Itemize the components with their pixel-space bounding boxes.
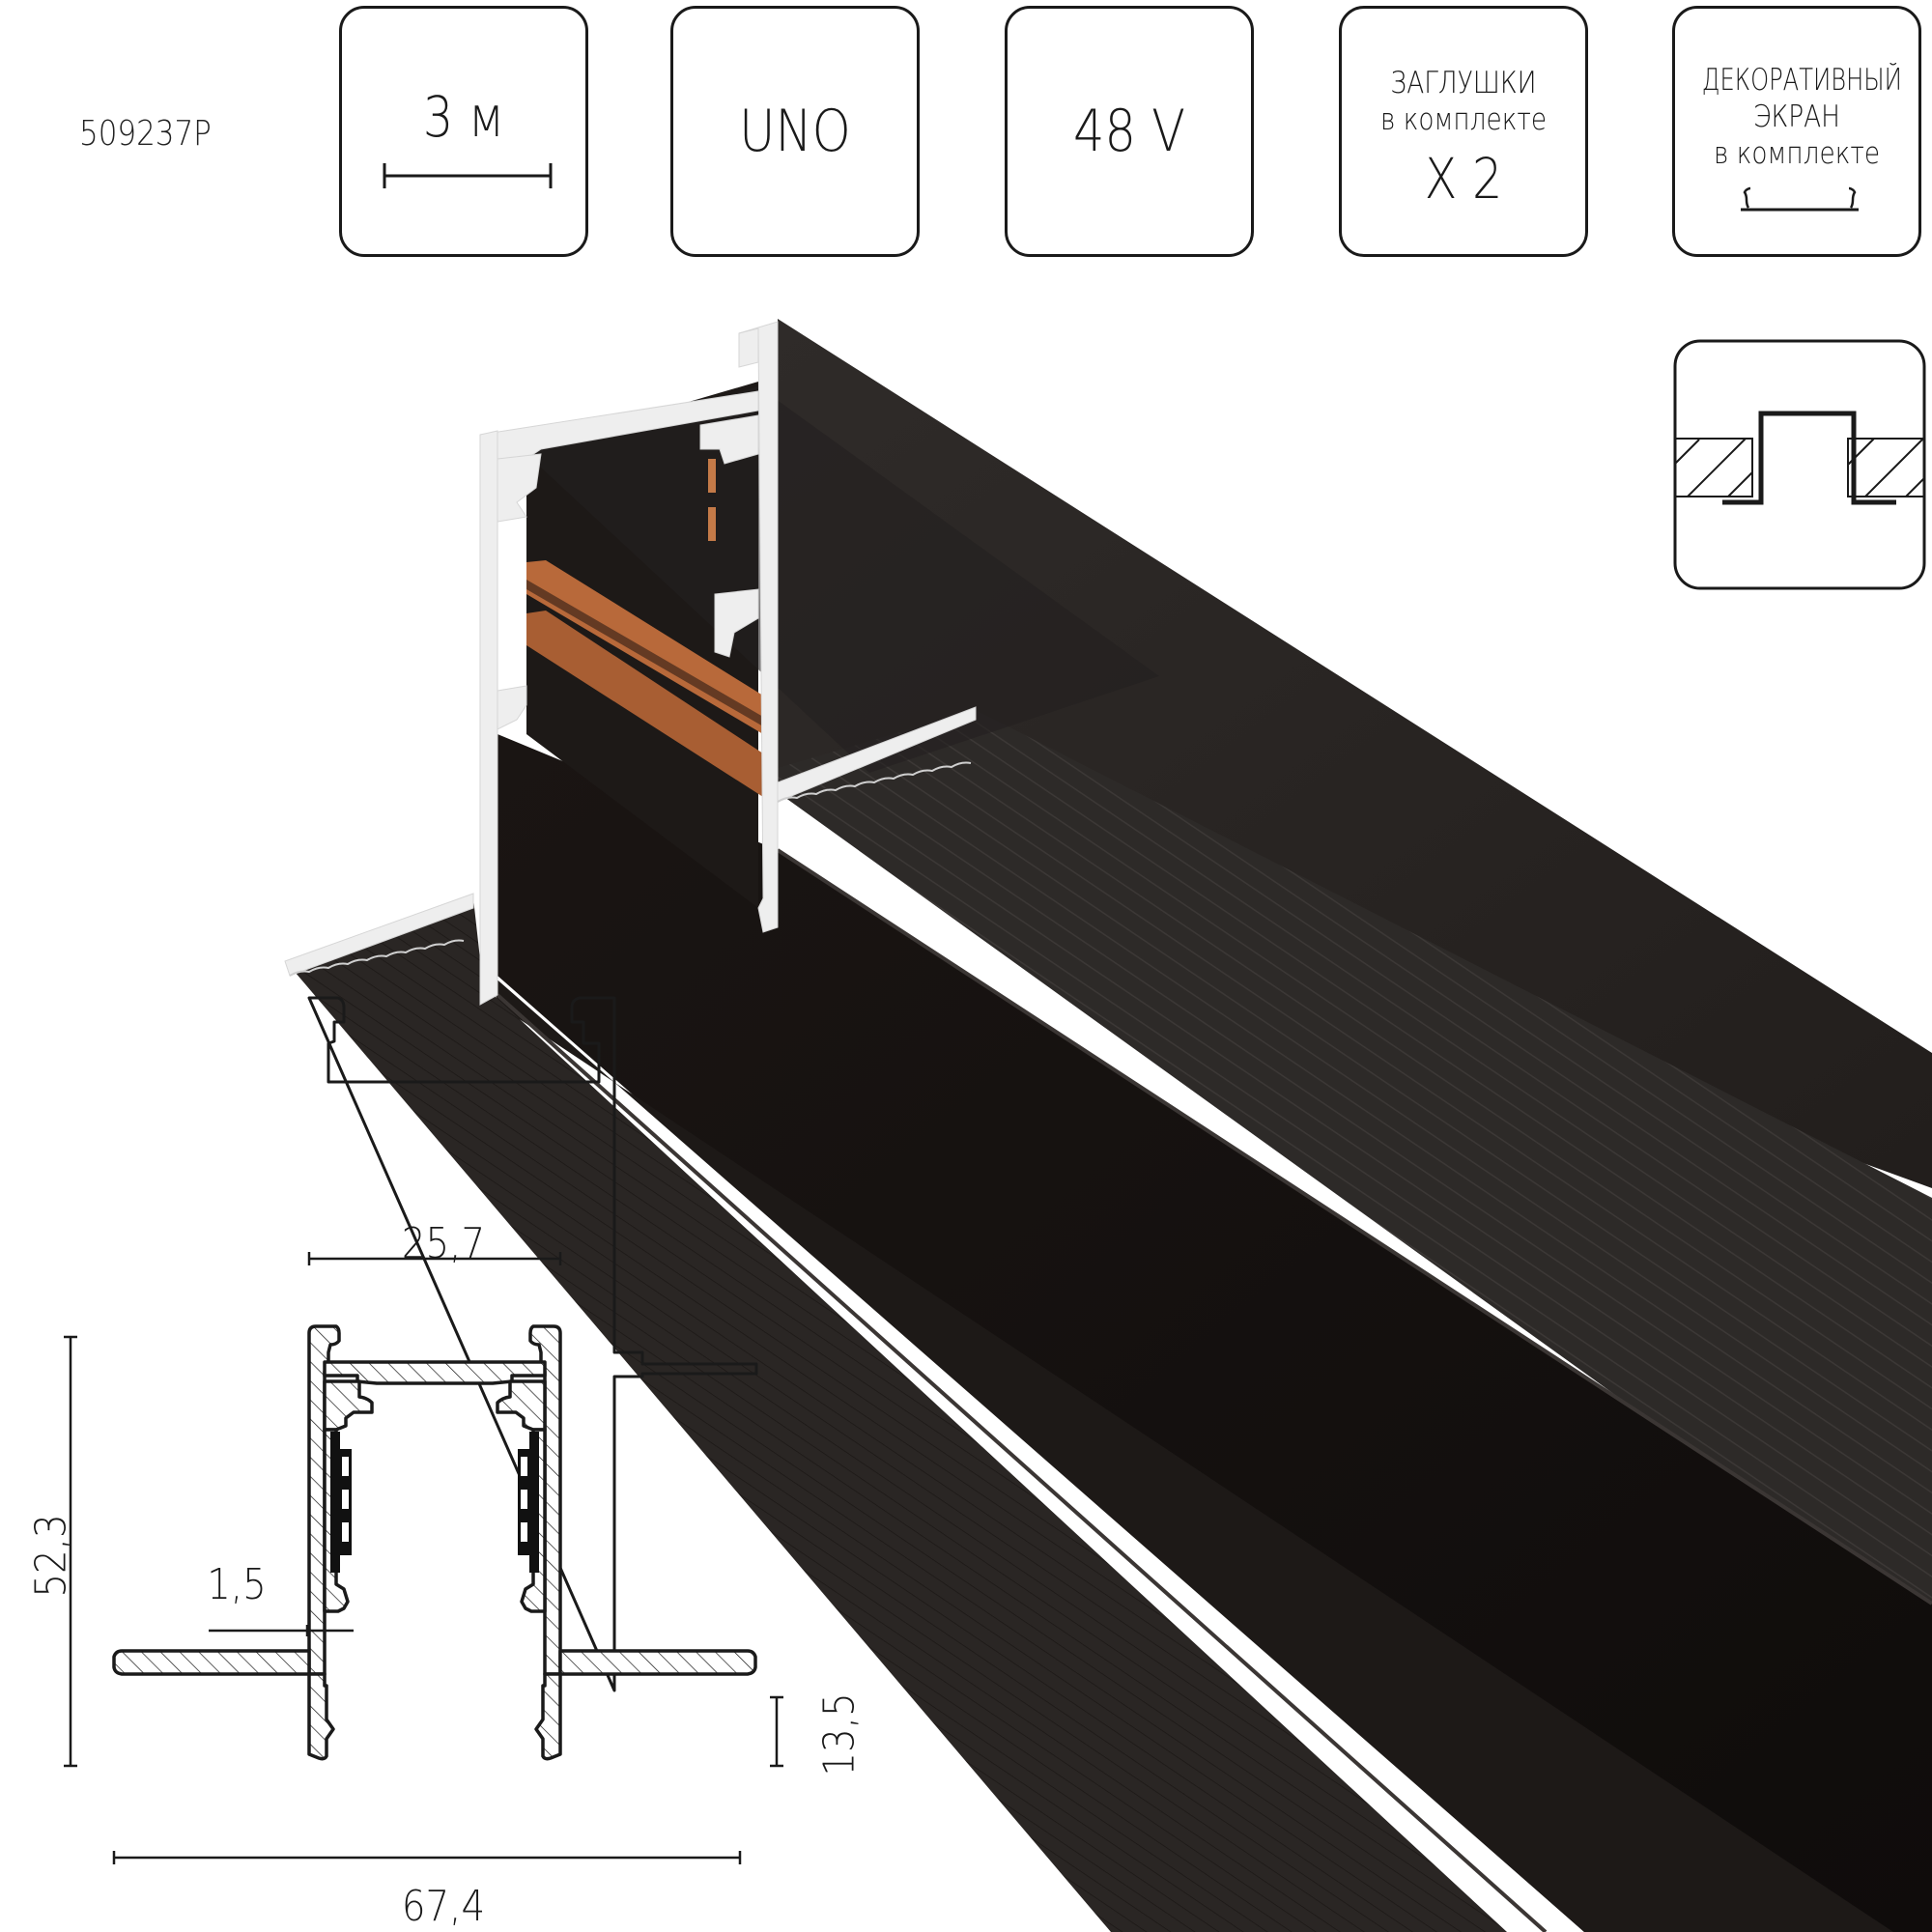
voltage-value: 48 V (1073, 98, 1185, 165)
badge-length: 3 м (339, 6, 588, 257)
badge-end-caps: ЗАГЛУШКИ в комплекте X 2 (1339, 6, 1588, 257)
screen-subtitle: в комплекте (1713, 136, 1881, 171)
screen-title-2: ЭКРАН (1753, 99, 1840, 134)
end-caps-quantity: X 2 (1424, 146, 1503, 212)
screen-title: ДЕКОРАТИВНЫЙ (1701, 63, 1902, 98)
badge-voltage: 48 V (1005, 6, 1254, 257)
dim-total-height: 52,3 (26, 1514, 76, 1598)
badge-series: UNO (670, 6, 920, 257)
badge-decorative-screen: ДЕКОРАТИВНЫЙ ЭКРАН в комплекте (1672, 6, 1921, 257)
length-measure-icon (383, 163, 553, 188)
dim-inner-width: 25,7 (401, 1219, 486, 1268)
end-caps-subtitle: в комплекте (1379, 102, 1548, 137)
length-value: 3 м (422, 84, 505, 150)
dim-flange-depth: 13,5 (814, 1692, 865, 1776)
end-caps-title: ЗАГЛУШКИ (1390, 66, 1537, 100)
recessed-mount-icon (1673, 339, 1926, 590)
dim-total-width: 67,4 (401, 1882, 486, 1931)
series-value: UNO (739, 98, 851, 165)
screen-profile-icon (1741, 186, 1859, 212)
dim-wall-thickness: 1,5 (207, 1560, 267, 1609)
article-number: 509237P (79, 114, 212, 154)
